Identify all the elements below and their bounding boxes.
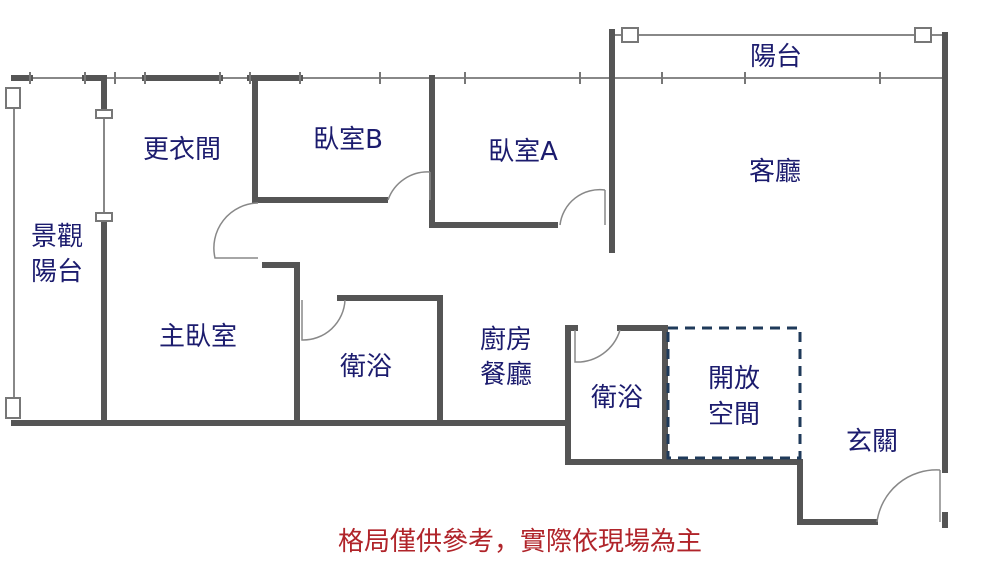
- room-label-bedroom-b: 臥室B: [313, 125, 383, 155]
- open-space-boundary: [666, 326, 802, 460]
- room-label-open-space-2: 空間: [708, 400, 760, 430]
- room-label-bathroom-1: 衛浴: [340, 352, 392, 382]
- room-label-bedroom-a: 臥室A: [488, 137, 558, 167]
- room-label-bathroom-2: 衛浴: [591, 383, 643, 413]
- doors: [213, 171, 941, 523]
- walls: [5, 27, 948, 528]
- room-label-view-balcony-2: 陽台: [31, 257, 83, 287]
- room-label-view-balcony-1: 景觀: [31, 222, 83, 252]
- room-label-balcony: 陽台: [750, 42, 802, 72]
- room-label-open-space-1: 開放: [708, 364, 760, 394]
- room-label-master-bedroom: 主臥室: [159, 322, 237, 352]
- disclaimer-note: 格局僅供參考，實際依現場為主: [338, 527, 702, 557]
- room-label-kitchen-1: 廚房: [480, 325, 532, 355]
- room-label-living-room: 客廳: [749, 157, 801, 187]
- room-label-walk-in-closet: 更衣間: [143, 135, 221, 165]
- room-label-entrance: 玄關: [846, 427, 898, 457]
- room-label-kitchen-2: 餐廳: [480, 360, 532, 390]
